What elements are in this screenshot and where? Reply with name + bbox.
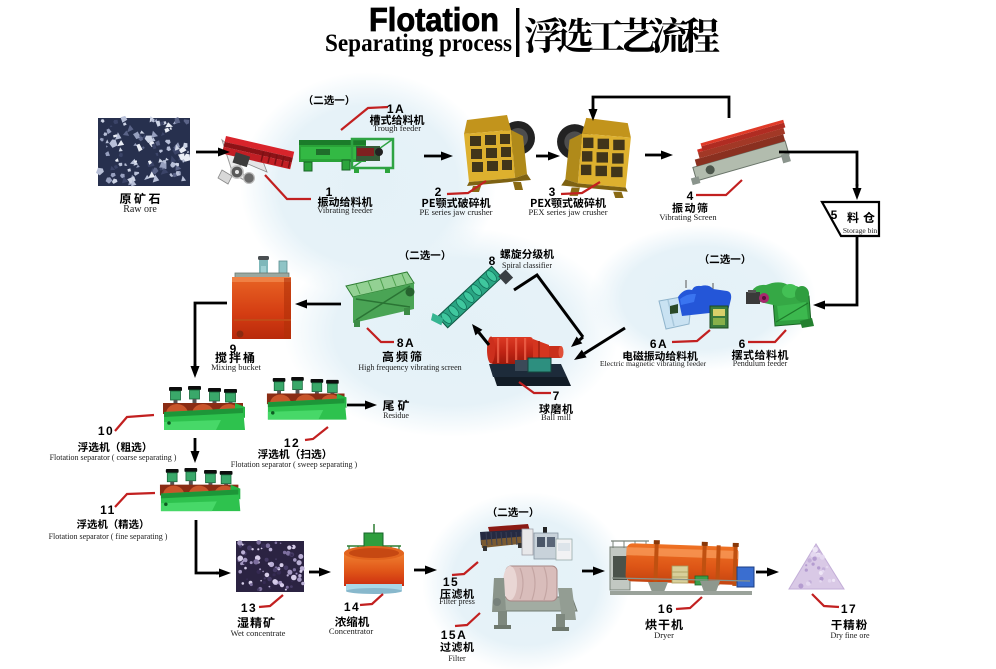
svg-text:16: 16 bbox=[658, 602, 674, 616]
svg-text:Dryer: Dryer bbox=[654, 630, 674, 640]
svg-text:12: 12 bbox=[284, 436, 300, 450]
svg-text:1A: 1A bbox=[387, 102, 405, 116]
svg-text:15: 15 bbox=[443, 575, 459, 589]
svg-text:High frequency vibrating scree: High frequency vibrating screen bbox=[358, 363, 461, 372]
svg-text:Flotation separator ( coarse s: Flotation separator ( coarse separating … bbox=[50, 453, 177, 462]
svg-text:6: 6 bbox=[739, 337, 746, 351]
svg-text:10: 10 bbox=[98, 424, 114, 438]
svg-text:Filter: Filter bbox=[448, 654, 466, 663]
svg-text:PEX series jaw crusher: PEX series jaw crusher bbox=[528, 207, 607, 217]
svg-text:2: 2 bbox=[435, 185, 442, 199]
svg-text:Dry fine ore: Dry fine ore bbox=[830, 631, 870, 640]
svg-text:5: 5 bbox=[831, 208, 838, 222]
svg-text:Vibrating Screen: Vibrating Screen bbox=[659, 212, 717, 222]
svg-text:Flotation separator ( fine sep: Flotation separator ( fine separating ) bbox=[49, 532, 168, 541]
svg-text:Pendulum feeder: Pendulum feeder bbox=[733, 359, 788, 368]
svg-text:Raw ore: Raw ore bbox=[123, 204, 157, 215]
svg-text:Filter press: Filter press bbox=[439, 597, 475, 606]
svg-text:8A: 8A bbox=[397, 336, 415, 350]
svg-text:PE series jaw crusher: PE series jaw crusher bbox=[420, 207, 493, 217]
svg-text:Separating process: Separating process bbox=[325, 30, 512, 57]
svg-text:Spiral classifier: Spiral classifier bbox=[502, 261, 552, 270]
svg-text:Trough feeder: Trough feeder bbox=[373, 123, 421, 133]
svg-text:Concentrator: Concentrator bbox=[329, 626, 374, 636]
svg-text:Flotation: Flotation bbox=[369, 1, 499, 38]
svg-text:Vibrating feeder: Vibrating feeder bbox=[317, 205, 373, 215]
svg-text:Flotation separator ( sweep se: Flotation separator ( sweep separating ) bbox=[231, 460, 358, 469]
svg-text:Storage bin: Storage bin bbox=[843, 226, 878, 235]
svg-text:3: 3 bbox=[549, 185, 556, 199]
svg-text:11: 11 bbox=[100, 503, 116, 517]
svg-text:Electric magnetic vibrating fe: Electric magnetic vibrating feeder bbox=[600, 359, 707, 368]
svg-text:Residue: Residue bbox=[383, 411, 409, 420]
svg-text:1: 1 bbox=[326, 185, 333, 199]
svg-text:4: 4 bbox=[687, 189, 694, 203]
svg-text:13: 13 bbox=[241, 601, 257, 615]
svg-text:Ball mill: Ball mill bbox=[541, 412, 572, 422]
svg-text:14: 14 bbox=[344, 600, 360, 614]
svg-text:17: 17 bbox=[841, 602, 857, 616]
svg-text:Mixing bucket: Mixing bucket bbox=[211, 362, 261, 372]
svg-text:6A: 6A bbox=[650, 337, 668, 351]
svg-text:7: 7 bbox=[553, 389, 560, 403]
svg-text:8: 8 bbox=[489, 254, 496, 268]
svg-text:15A: 15A bbox=[441, 628, 468, 642]
svg-text:9: 9 bbox=[230, 342, 237, 356]
svg-text:Wet concentrate: Wet concentrate bbox=[231, 628, 286, 638]
